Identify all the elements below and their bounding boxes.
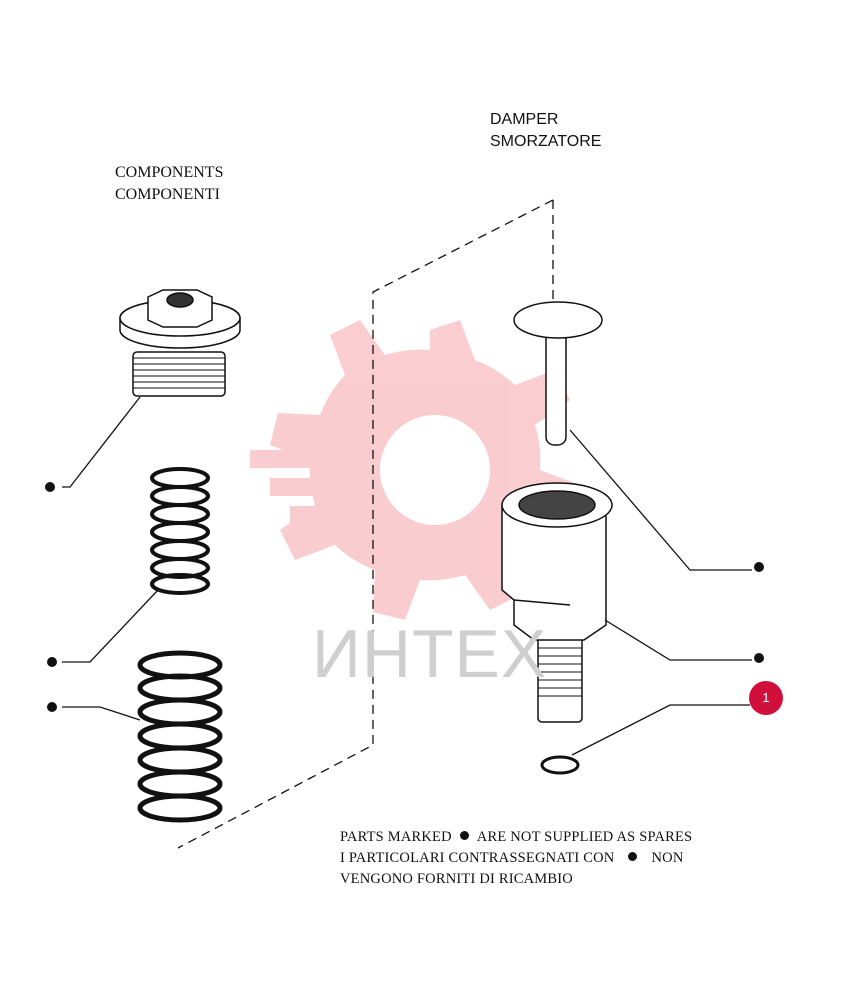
damper-pin-icon [513,301,603,446]
threaded-plug-icon [119,289,241,397]
bullet-icon [459,831,469,840]
not-supplied-markers [45,482,764,712]
note-line-3: VENGONO FORNITI DI RICAMBIO [340,871,573,887]
damper-body-icon [501,482,613,723]
note-line-1-b: ARE NOT SUPPLIED AS SPARES [476,829,693,845]
damper-label-en: DAMPER [490,111,559,128]
note-line-2-a: I PARTICOLARI CONTRASSEGNATI CON [340,850,615,866]
dashed-alignment-line [177,199,554,849]
o-ring-icon [540,755,580,775]
note-line-2-b: NON [651,850,684,866]
large-spring-icon [137,650,223,823]
small-spring-icon [150,467,210,595]
damper-label-it: SMORZATORE [490,133,602,150]
note-line-1-a: PARTS MARKED [340,829,452,845]
components-label-en: COMPONENTS [115,164,224,181]
callout-marker[interactable]: 1 [749,681,783,715]
note-line-2: I PARTICOLARI CONTRASSEGNATI CON NON [340,848,684,869]
components-label-it: COMPONENTI [115,186,220,203]
leader-lines [62,396,752,756]
bullet-icon [628,852,638,861]
watermark-text: ИНТЕХ [312,616,548,692]
note-line-1: PARTS MARKED ARE NOT SUPPLIED AS SPARES [340,827,692,848]
